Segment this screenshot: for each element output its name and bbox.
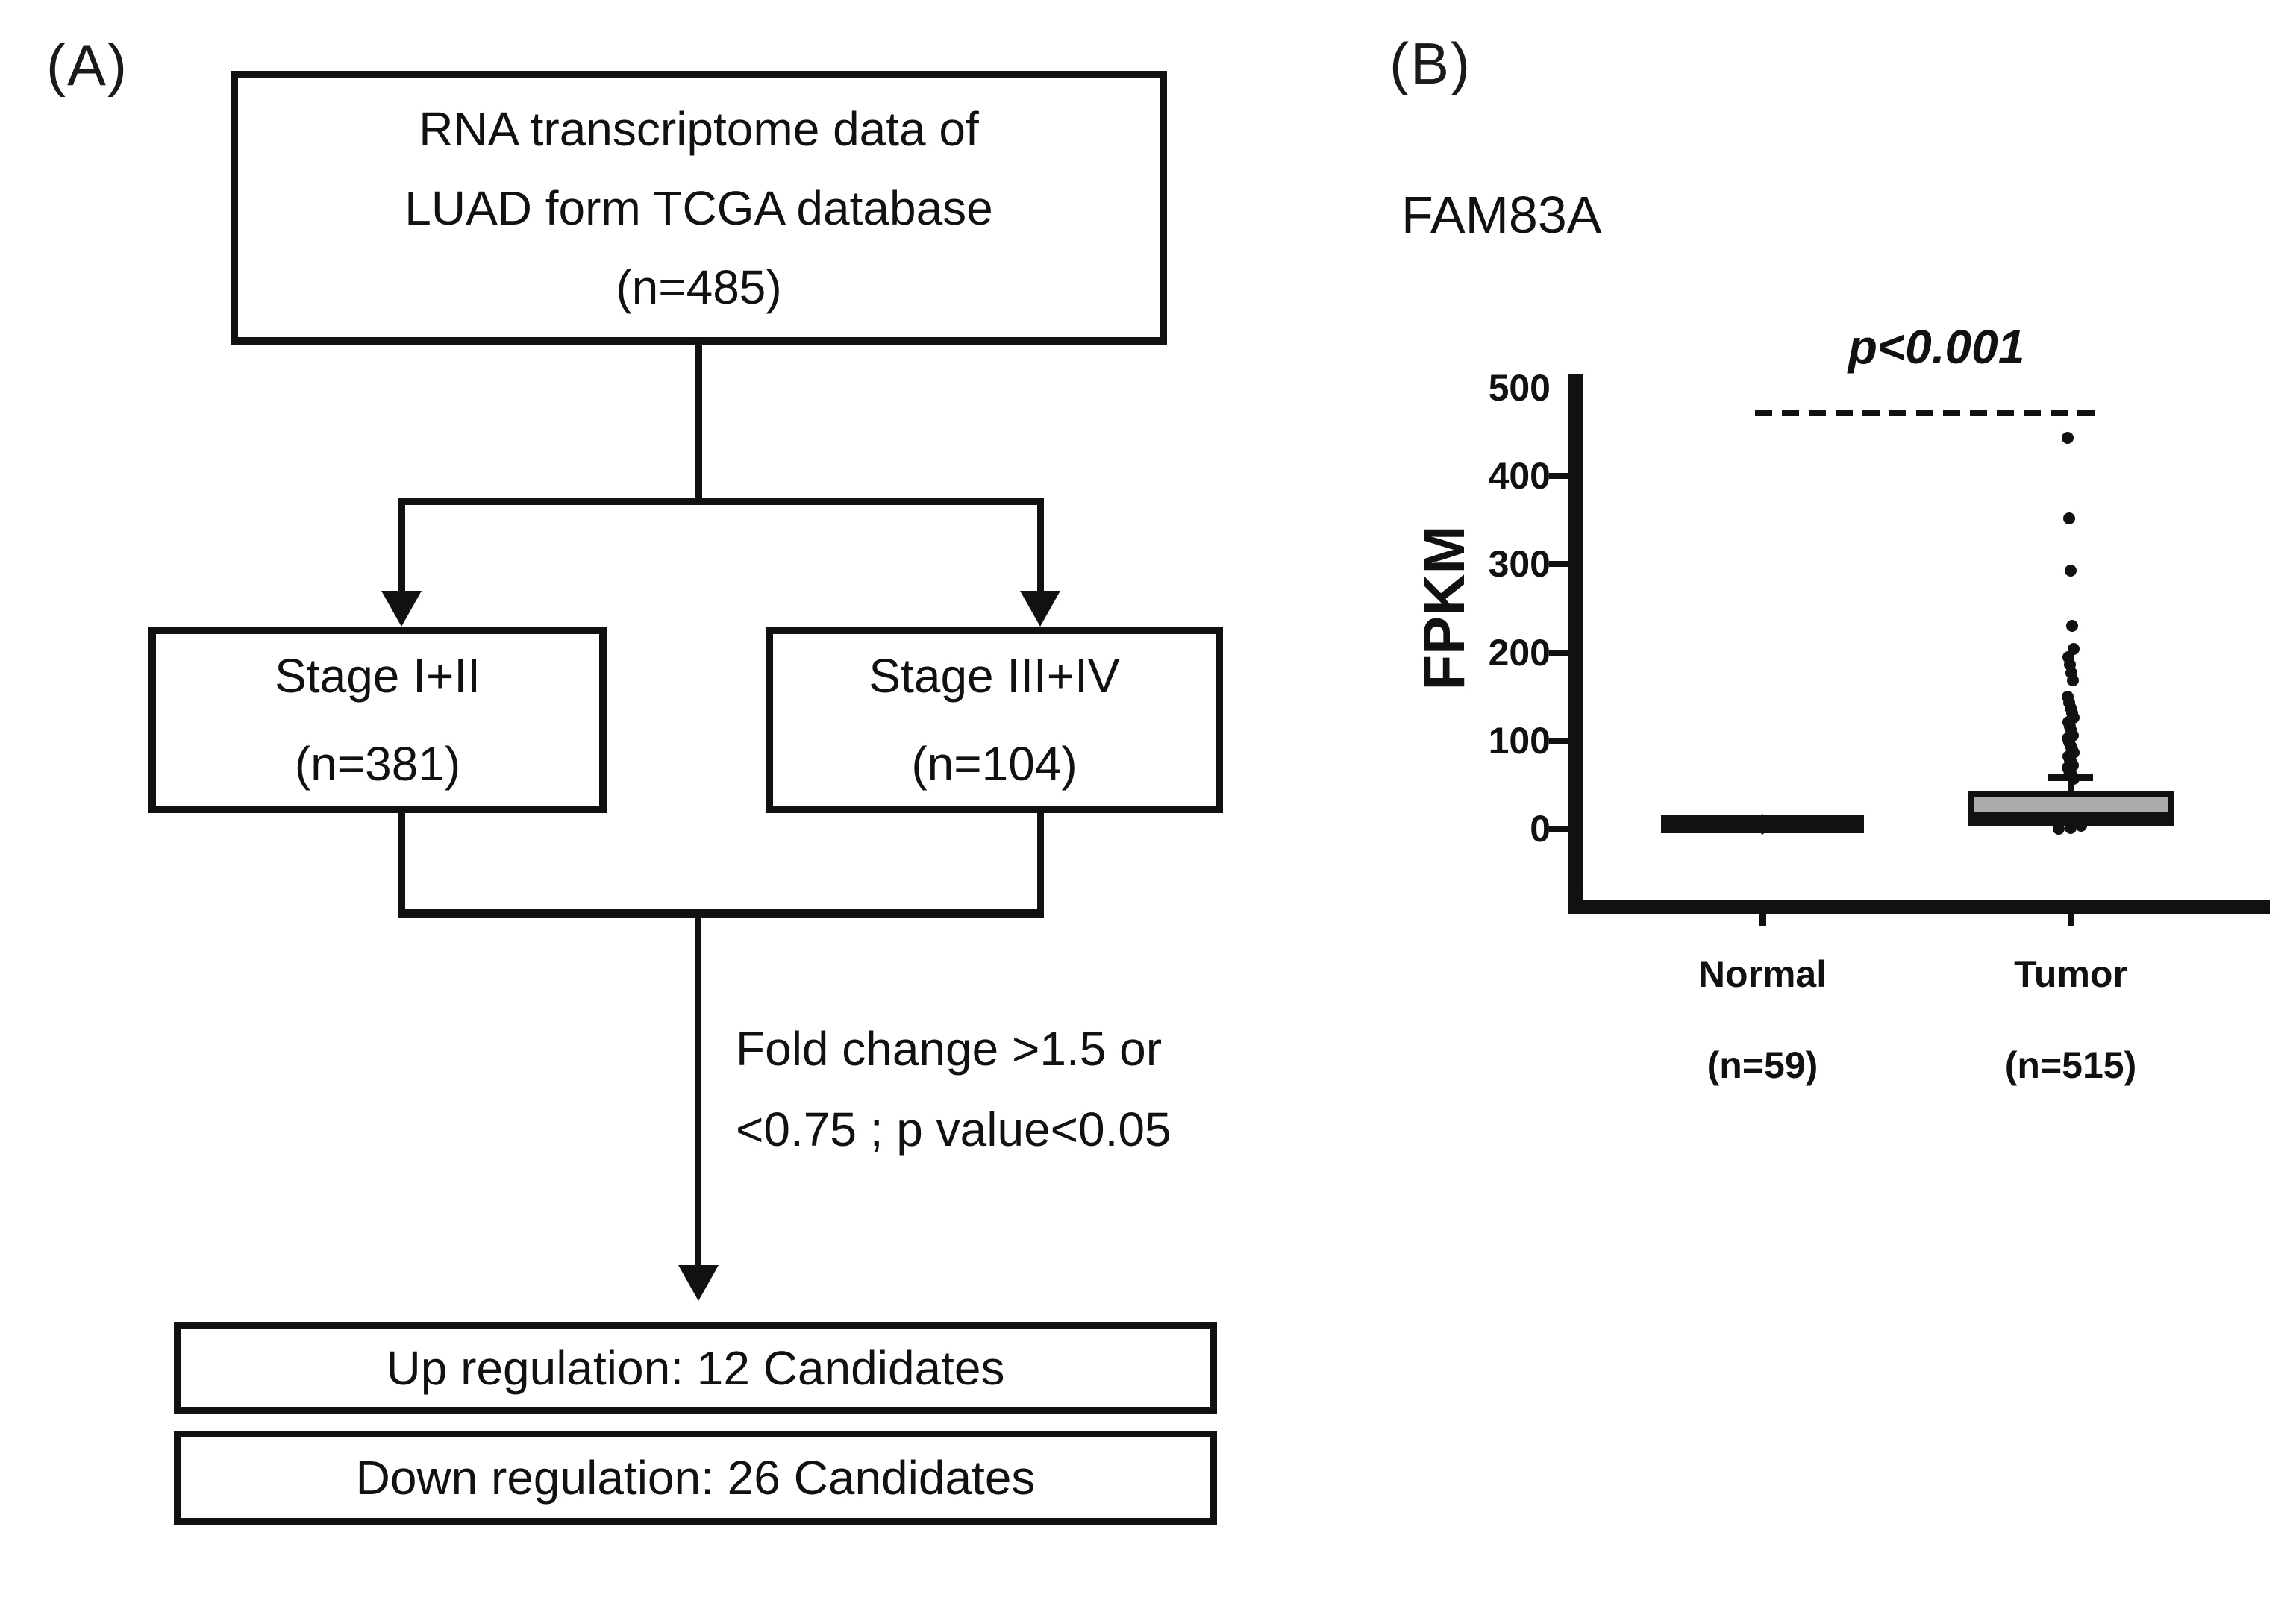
y-axis-tick bbox=[1549, 561, 1570, 568]
flow-box-upregulation-text: Up regulation: 12 Candidates bbox=[386, 1340, 1005, 1395]
y-axis-tick-label: 300 bbox=[1488, 543, 1551, 586]
outlier-point bbox=[2053, 823, 2065, 835]
y-axis-title: FPKM bbox=[1411, 525, 1477, 691]
x-category-label: Normal bbox=[1698, 953, 1827, 995]
y-axis-tick-label: 400 bbox=[1488, 455, 1551, 498]
flow-box-stage-1-2-line1: Stage I+II bbox=[275, 649, 481, 703]
x-category-sublabel: (n=59) bbox=[1707, 1044, 1818, 1086]
filter-criteria-text: Fold change >1.5 or <0.75 ; p value<0.05 bbox=[736, 1009, 1172, 1170]
flow-box-source-line1: RNA transcriptome data of bbox=[419, 101, 979, 156]
y-axis-line bbox=[1568, 374, 1583, 913]
arrow-down-icon bbox=[1020, 591, 1060, 627]
outlier-point bbox=[2068, 772, 2080, 785]
median-line bbox=[1968, 812, 2174, 822]
filter-criteria-line2: <0.75 ; p value<0.05 bbox=[736, 1103, 1172, 1156]
flow-box-source: RNA transcriptome data of LUAD form TCGA… bbox=[231, 71, 1167, 345]
whisker-stem bbox=[2068, 777, 2074, 802]
panel-b-label: (B) bbox=[1389, 31, 1471, 96]
connector-stage-right-down bbox=[1037, 813, 1044, 913]
outlier-point bbox=[2067, 674, 2079, 687]
x-axis-tick bbox=[2068, 914, 2074, 926]
outlier-point bbox=[2066, 620, 2078, 633]
connector-stage-left-down bbox=[398, 813, 405, 913]
flow-box-upregulation: Up regulation: 12 Candidates bbox=[174, 1322, 1217, 1414]
y-axis-tick-label: 100 bbox=[1488, 719, 1551, 762]
outlier-point bbox=[2065, 564, 2077, 577]
filter-criteria-line1: Fold change >1.5 or bbox=[736, 1022, 1163, 1076]
flow-box-downregulation: Down regulation: 26 Candidates bbox=[174, 1431, 1217, 1525]
arrow-down-icon bbox=[381, 591, 422, 627]
outlier-point bbox=[2062, 432, 2074, 445]
x-category-label: Tumor bbox=[2014, 953, 2127, 995]
connector-branch-horizontal bbox=[398, 498, 1044, 505]
y-axis-tick-label: 500 bbox=[1488, 367, 1551, 409]
x-axis-line bbox=[1568, 900, 2270, 914]
panel-a-label: (A) bbox=[46, 32, 128, 98]
flow-box-stage-3-4-line1: Stage III+IV bbox=[869, 649, 1120, 703]
flow-box-downregulation-text: Down regulation: 26 Candidates bbox=[355, 1451, 1036, 1505]
gene-title: FAM83A bbox=[1401, 186, 1602, 244]
connector-stem-center bbox=[695, 916, 701, 1267]
connector-arm-right bbox=[1037, 498, 1044, 594]
significance-bracket-line bbox=[1755, 410, 2100, 416]
y-axis-tick bbox=[1549, 737, 1570, 744]
x-category-sublabel: (n=515) bbox=[2004, 1044, 2137, 1086]
flow-box-stage-3-4-line2: (n=104) bbox=[911, 737, 1077, 791]
y-axis-tick-label: 0 bbox=[1530, 808, 1551, 850]
flow-box-stage-1-2: Stage I+II (n=381) bbox=[148, 627, 607, 813]
connector-join-horizontal bbox=[398, 909, 1044, 918]
y-axis-tick bbox=[1549, 826, 1570, 832]
outlier-point bbox=[2065, 821, 2077, 834]
outlier-point bbox=[2063, 512, 2075, 524]
y-axis-tick bbox=[1549, 473, 1570, 480]
flow-box-stage-3-4: Stage III+IV (n=104) bbox=[766, 627, 1223, 813]
x-axis-tick bbox=[1759, 914, 1766, 926]
connector-arm-left bbox=[398, 498, 405, 594]
pvalue-annotation: p<0.001 bbox=[1848, 320, 2025, 374]
arrow-down-icon bbox=[678, 1265, 719, 1301]
flow-box-source-line3: (n=485) bbox=[616, 260, 782, 314]
outlier-point bbox=[2075, 820, 2087, 832]
flow-box-source-line2: LUAD form TCGA database bbox=[404, 181, 993, 235]
y-axis-tick bbox=[1549, 649, 1570, 656]
connector-stem-top bbox=[695, 345, 702, 501]
flow-box-stage-1-2-line2: (n=381) bbox=[294, 737, 461, 791]
y-axis-tick-label: 200 bbox=[1488, 631, 1551, 674]
